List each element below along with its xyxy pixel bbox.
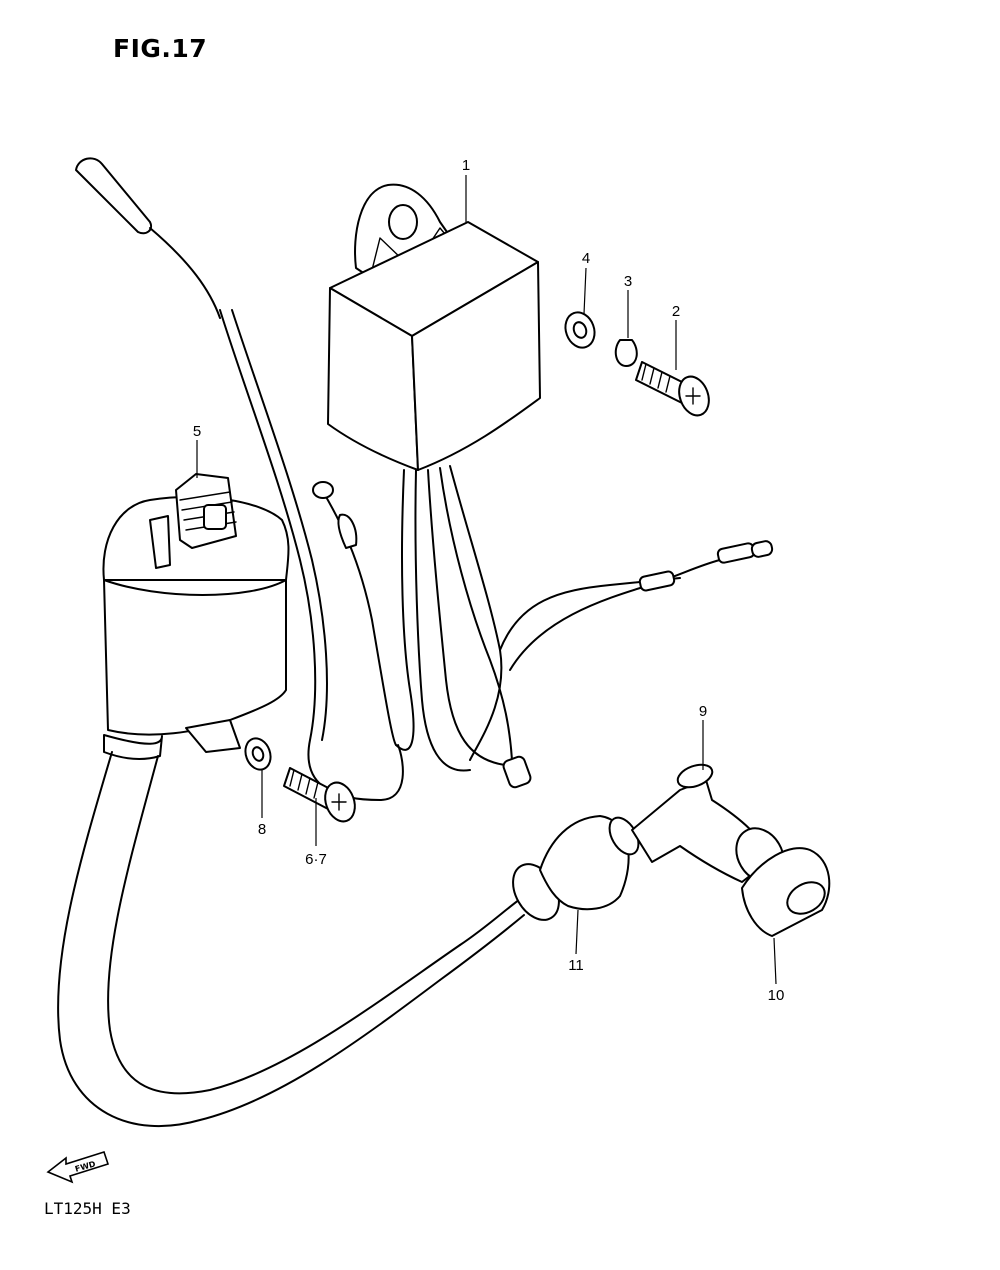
figure-title: FIG.17 [113, 34, 208, 63]
ignition-coil [102, 473, 290, 753]
lead-wire [75, 157, 404, 801]
callout-1: 1 [462, 157, 470, 174]
callout-9: 9 [699, 703, 707, 720]
bolt-2 [635, 361, 710, 417]
plug-cap-cover [741, 847, 831, 937]
screw-6-7 [283, 767, 356, 823]
callout-8: 8 [258, 821, 266, 838]
lock-washer-3 [614, 339, 638, 367]
callout-4: 4 [582, 250, 590, 267]
callout-11: 11 [568, 957, 584, 974]
callout-leaders [196, 175, 777, 985]
model-code: LT125H E3 [44, 1199, 131, 1218]
washer-4 [564, 311, 596, 349]
callout-2: 2 [672, 303, 680, 320]
callout-10: 10 [768, 987, 785, 1004]
callout-5: 5 [193, 423, 201, 440]
callout-3: 3 [624, 273, 632, 290]
washer-8 [244, 737, 272, 771]
high-tension-lead [57, 734, 531, 1128]
cdi-wire-harness [312, 465, 774, 789]
cdi-unit [327, 183, 541, 471]
callout-labels: 1 2 3 4 5 6·7 8 9 10 11 [193, 157, 785, 1004]
callout-6-7: 6·7 [305, 851, 327, 868]
seal [512, 815, 640, 921]
fwd-arrow-icon: FWD [46, 1151, 110, 1184]
